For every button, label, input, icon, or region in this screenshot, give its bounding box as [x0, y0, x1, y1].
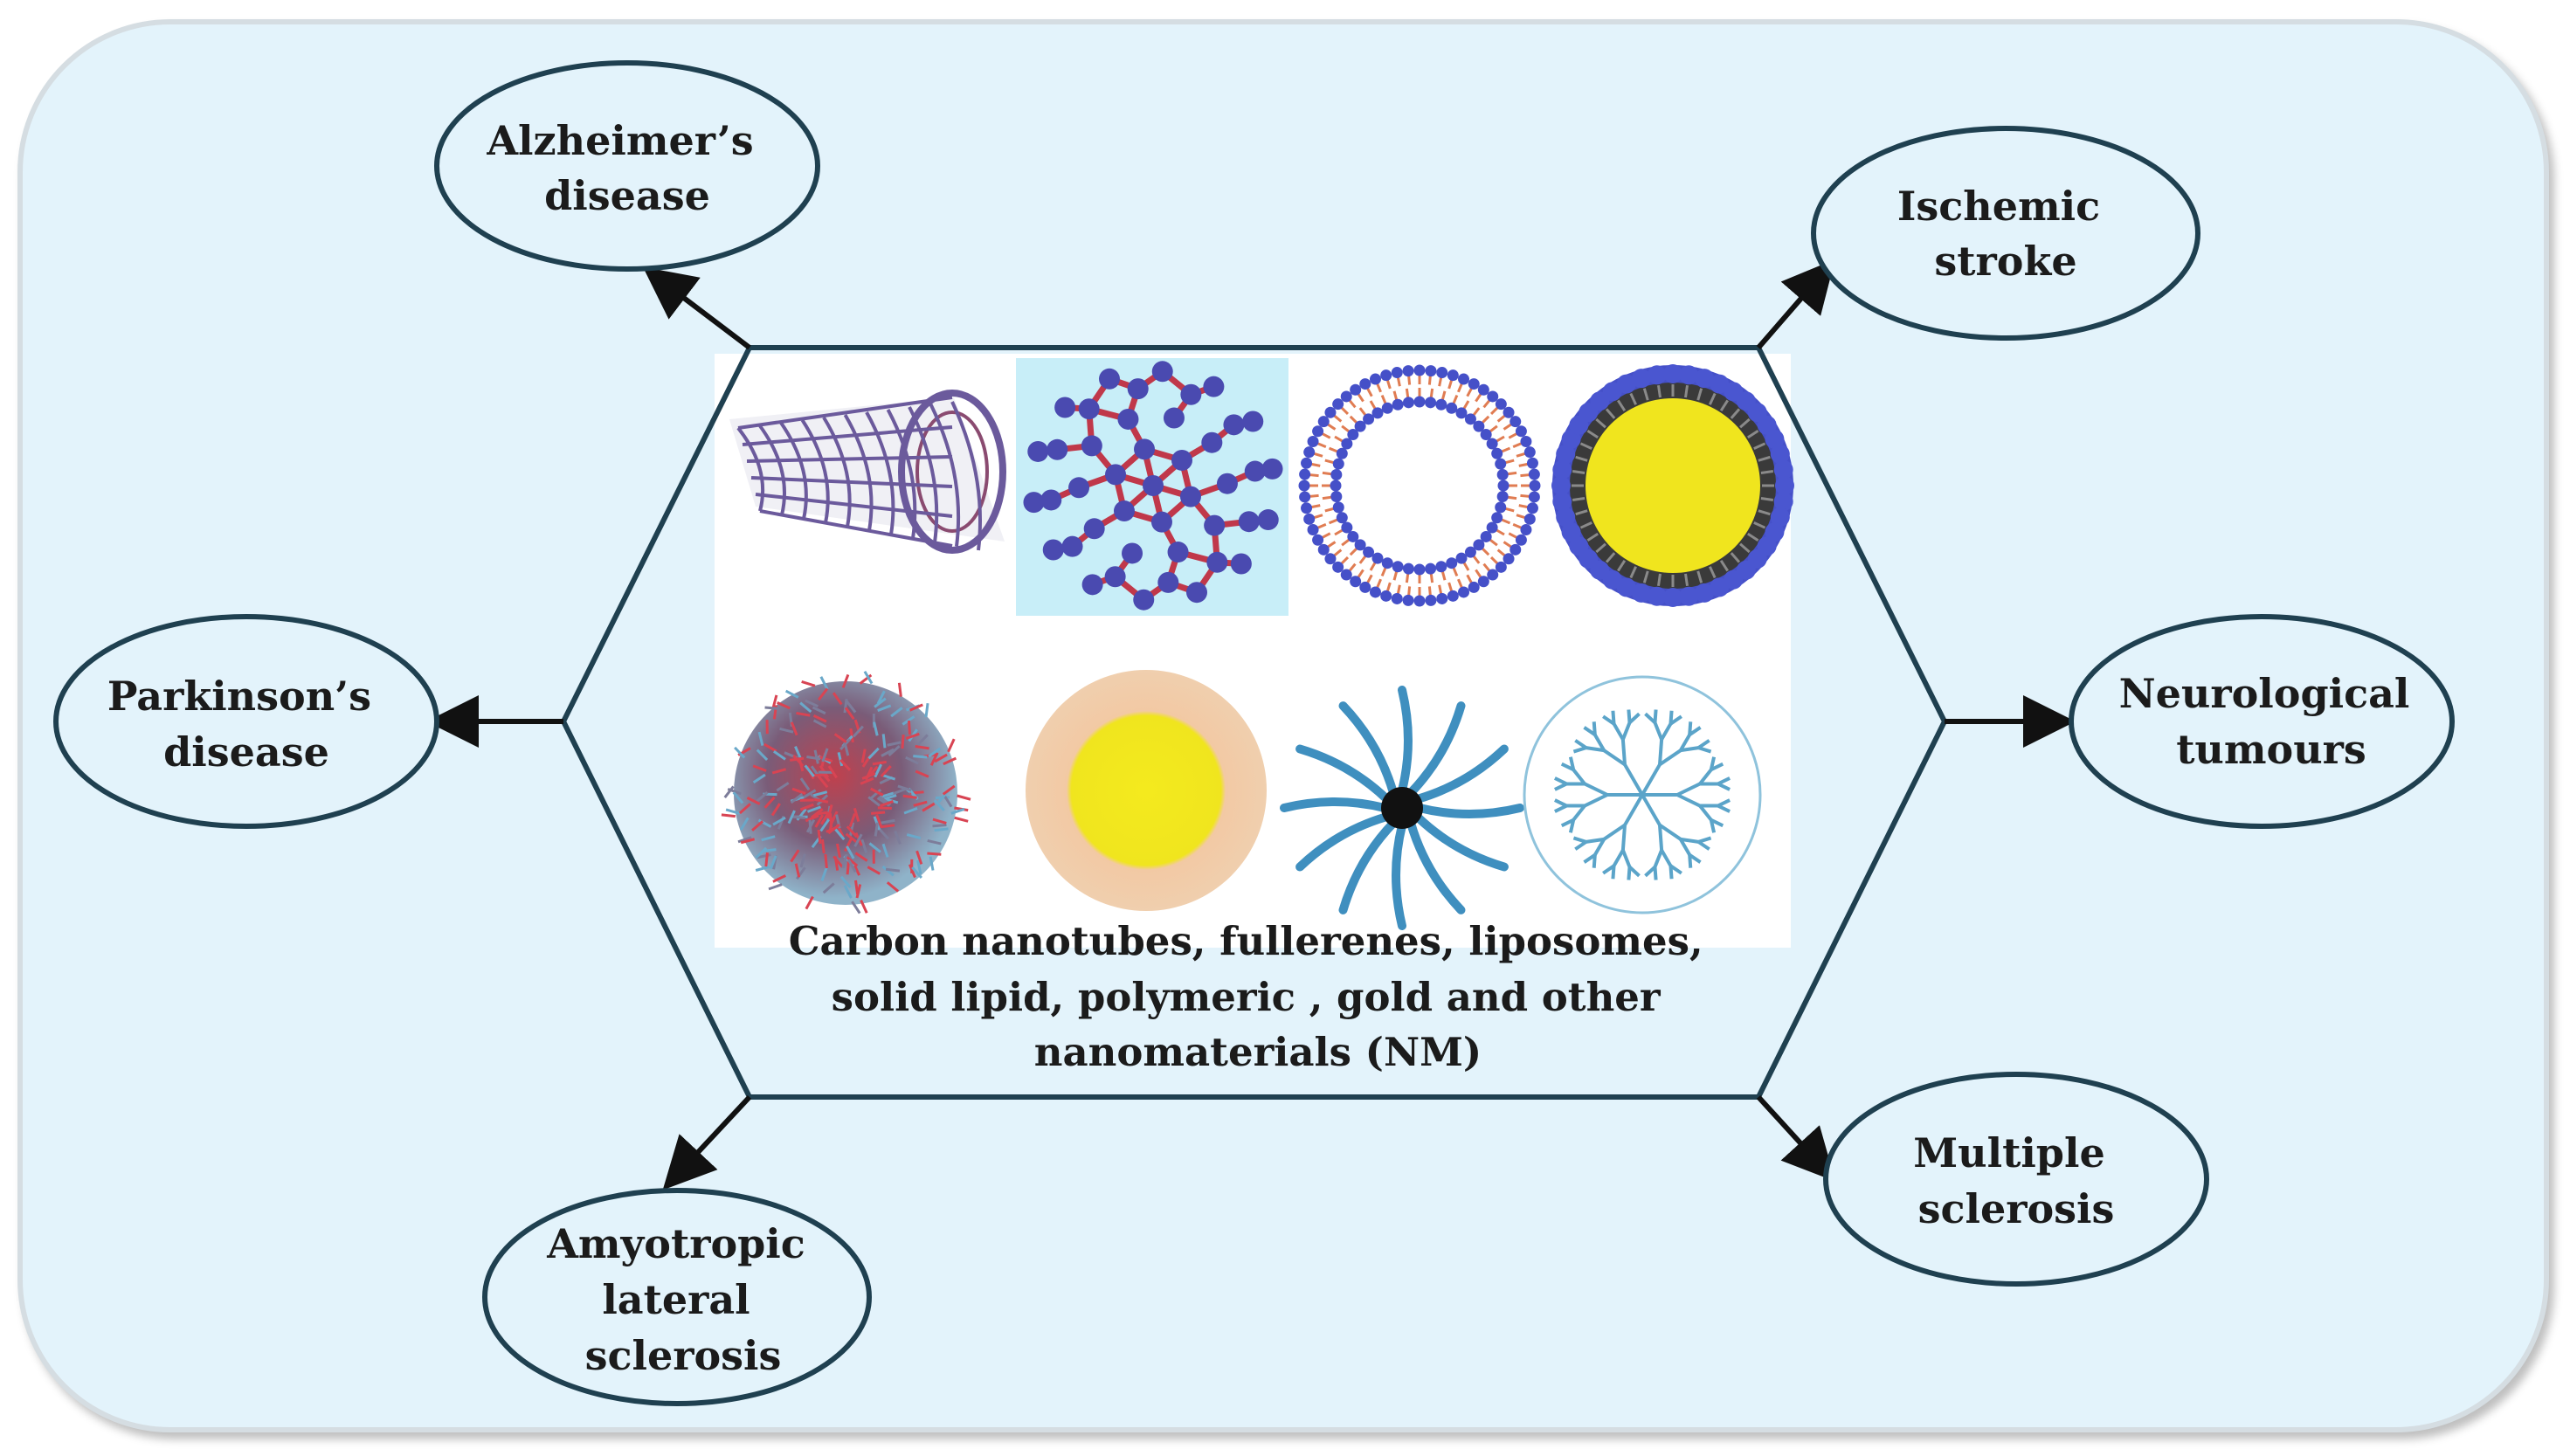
ellipse-alzheimers — [434, 60, 820, 272]
nanomaterials-caption: Carbon nanotubes, fullerenes, liposomes,… — [789, 918, 1717, 1075]
polymeric-nanoparticle-icon — [721, 670, 971, 914]
ellipse-neurological-tumours — [2069, 614, 2455, 829]
arrow-to-als — [662, 1094, 752, 1190]
arrow-to-multiple-sclerosis — [1756, 1094, 1836, 1182]
dendrimer-icon — [1523, 675, 1762, 914]
arrow-to-alzheimers — [642, 266, 751, 350]
liposome-icon — [1298, 364, 1541, 607]
gold-nanoparticle-icon — [1026, 670, 1267, 911]
label-ischemic-stroke: Ischemic stroke — [1897, 183, 2114, 285]
fullerene-icon — [1016, 358, 1288, 616]
micelle-icon — [1280, 686, 1524, 930]
carbon-nanotube-icon — [729, 390, 1006, 554]
label-alzheimers: Alzheimer’s disease — [486, 117, 767, 219]
ellipse-parkinsons — [53, 614, 439, 829]
label-parkinsons: Parkinson’s disease — [107, 673, 385, 776]
solid-lipid-nanoparticle-icon — [1551, 364, 1794, 607]
arrow-to-ischemic-stroke — [1756, 259, 1835, 349]
ellipse-als — [482, 1188, 872, 1406]
label-multiple-sclerosis: Multiple sclerosis — [1913, 1129, 2118, 1232]
label-als: Amyotropic lateral sclerosis — [546, 1220, 819, 1379]
ellipse-multiple-sclerosis — [1823, 1072, 2209, 1287]
label-neurological-tumours: Neurological tumours — [2119, 670, 2424, 773]
ellipse-ischemic-stroke — [1811, 126, 2200, 341]
